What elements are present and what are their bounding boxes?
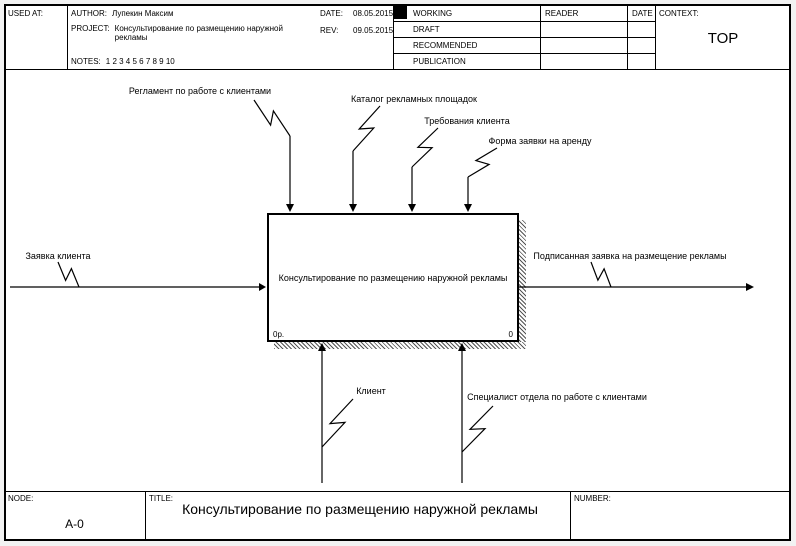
control-label[interactable]: Требования клиента bbox=[424, 116, 510, 126]
input-label[interactable]: Заявка клиента bbox=[25, 251, 91, 261]
frame-line bbox=[6, 69, 789, 70]
control-arrow-trebovaniya[interactable] bbox=[408, 127, 439, 212]
date-value: 08.05.2015 bbox=[353, 9, 394, 18]
activity-cost: 0р. bbox=[273, 330, 285, 339]
frame-line bbox=[570, 492, 571, 539]
status-label: DRAFT bbox=[413, 25, 440, 34]
node-cell: NODE: bbox=[8, 494, 33, 503]
node-value: A-0 bbox=[65, 517, 84, 531]
notes-cell: NOTES: 1 2 3 4 5 6 7 8 9 10 bbox=[71, 57, 175, 66]
used-at-label: USED AT: bbox=[8, 9, 43, 18]
working-marker-square bbox=[394, 6, 407, 19]
frame-line bbox=[6, 491, 789, 492]
mechanism-label[interactable]: Клиент bbox=[356, 386, 386, 396]
notes-label: NOTES: bbox=[71, 57, 101, 66]
output-label[interactable]: Подписанная заявка на размещение рекламы bbox=[533, 251, 727, 261]
notes-value: 1 2 3 4 5 6 7 8 9 10 bbox=[105, 57, 175, 66]
mechanism-label[interactable]: Специалист отдела по работе с клиентами bbox=[467, 392, 647, 402]
mechanism-arrow-klient[interactable] bbox=[318, 343, 354, 483]
input-arrow-zayavka-klienta[interactable] bbox=[10, 261, 266, 291]
reader-header: READER bbox=[545, 9, 578, 18]
number-cell: NUMBER: bbox=[574, 494, 611, 503]
context-cell: CONTEXT: bbox=[659, 9, 699, 18]
frame-line bbox=[393, 53, 655, 54]
rev-value: 09.05.2015 bbox=[353, 26, 394, 35]
status-label: RECOMMENDED bbox=[413, 41, 478, 50]
frame-line bbox=[67, 6, 68, 69]
status-row-working: WORKING bbox=[413, 9, 452, 18]
status-row-draft: DRAFT bbox=[413, 25, 440, 34]
number-label: NUMBER: bbox=[574, 494, 611, 503]
author-label: AUTHOR: bbox=[71, 9, 107, 18]
title-cell: TITLE: bbox=[149, 494, 173, 503]
frame-line bbox=[393, 21, 655, 22]
reader-date-header: DATE bbox=[632, 9, 653, 18]
context-value: TOP bbox=[707, 30, 739, 47]
title-label: TITLE: bbox=[149, 494, 174, 503]
control-label[interactable]: Форма заявки на аренду bbox=[488, 136, 592, 146]
activity-box-shadow-right bbox=[519, 220, 526, 349]
frame-line bbox=[145, 492, 146, 539]
author-cell: AUTHOR: Лупекин Максим bbox=[71, 9, 174, 18]
frame-line bbox=[393, 37, 655, 38]
used-at-cell: USED AT: bbox=[8, 9, 43, 18]
date-label: DATE: bbox=[320, 9, 343, 18]
project-label: PROJECT: bbox=[71, 24, 110, 33]
activity-box[interactable]: Консультирование по размещению наружной … bbox=[267, 213, 519, 342]
date-cell: DATE: 08.05.2015 bbox=[320, 9, 393, 18]
output-arrow-podpisannaya-zayavka[interactable] bbox=[519, 261, 754, 291]
title-value: Консультирование по размещению наружной … bbox=[182, 501, 538, 517]
status-label: WORKING bbox=[413, 9, 453, 18]
control-label[interactable]: Каталог рекламных площадок bbox=[351, 94, 477, 104]
activity-box-shadow-bottom bbox=[274, 342, 526, 349]
control-arrow-reglament[interactable] bbox=[253, 99, 294, 212]
frame-line bbox=[655, 6, 656, 69]
context-label: CONTEXT: bbox=[659, 9, 699, 18]
control-arrow-katalog[interactable] bbox=[349, 105, 381, 212]
reader-label: READER bbox=[545, 9, 579, 18]
reader-date-label: DATE bbox=[632, 9, 653, 18]
rev-cell: REV: 09.05.2015 bbox=[320, 26, 393, 35]
mechanism-arrow-specialist[interactable] bbox=[458, 343, 494, 483]
status-label: PUBLICATION bbox=[413, 57, 466, 66]
project-cell: PROJECT: Консультирование по размещению … bbox=[71, 24, 316, 42]
project-value: Консультирование по размещению наружной … bbox=[114, 24, 283, 42]
activity-label: Консультирование по размещению наружной … bbox=[278, 272, 508, 283]
status-row-recommended: RECOMMENDED bbox=[413, 41, 477, 50]
rev-label: REV: bbox=[320, 26, 339, 35]
node-label: NODE: bbox=[8, 494, 34, 503]
control-label[interactable]: Регламент по работе с клиентами bbox=[128, 86, 272, 96]
author-value: Лупекин Максим bbox=[112, 9, 174, 18]
activity-number: 0 bbox=[508, 330, 513, 339]
status-row-publication: PUBLICATION bbox=[413, 57, 466, 66]
control-arrow-forma-zayavki[interactable] bbox=[464, 147, 498, 212]
